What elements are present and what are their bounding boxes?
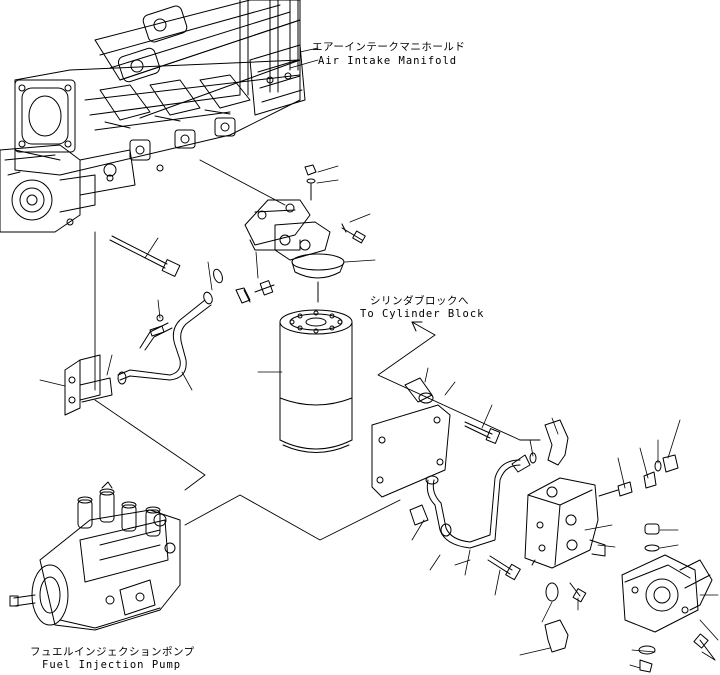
oil-line-parts: [371, 377, 569, 581]
filter-cartridge: [279, 309, 353, 453]
cylinder-block-label-en: To Cylinder Block: [360, 308, 485, 320]
fuel-line-left: [64, 235, 275, 416]
leader-lines: [39, 47, 719, 669]
air-intake-label-jp: エアーインテークマニホールド: [312, 41, 466, 53]
connection-lines: [94, 159, 541, 566]
arrow-to-cylinder-block: [411, 321, 436, 336]
cylinder-block-label-jp: シリンダブロックへ: [370, 295, 469, 307]
filter-head: [244, 164, 366, 303]
fuel-injection-pump: [9, 481, 181, 631]
fuel-pump-label-jp: フュエルインジェクションポンプ: [30, 646, 195, 658]
feed-pump: [621, 523, 716, 673]
fuel-pump-label-en: Fuel Injection Pump: [42, 659, 182, 671]
air-intake-manifold: [0, 0, 306, 233]
valve-block: [524, 454, 679, 653]
air-intake-label-en: Air Intake Manifold: [318, 55, 458, 67]
